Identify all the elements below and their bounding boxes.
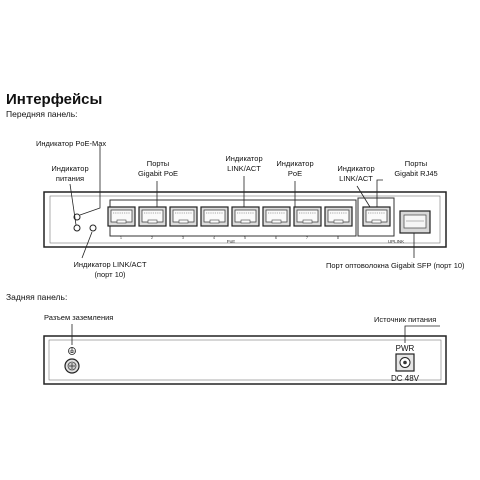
label-link-act-port10: Индикатор LINK/ACT (порт 10) [73,260,147,279]
sfp-port[interactable] [399,210,431,234]
port-number: 5 [244,236,246,240]
poe-port-5[interactable] [231,206,260,227]
port-number: 2 [151,236,153,240]
poe-port-8[interactable] [324,206,353,227]
label-gigabit-rj45-ports: Порты Gigabit RJ45 [394,159,438,178]
port-number: 8 [337,236,339,240]
poe-port-6[interactable] [262,206,291,227]
poe-port-7[interactable] [293,206,322,227]
port-number: 1 [120,236,122,240]
label-link-act-indicator-2: Индикатор LINK/ACT [337,164,375,183]
label-power-indicator: Индикатор питания [51,164,89,183]
label-ground: Разъем заземления [44,313,114,322]
front-panel: 1 2 3 4 5 6 7 8 PoE UPLINK [43,146,447,259]
ground-terminal[interactable] [64,358,80,374]
port-number: 6 [275,236,277,240]
page-title: Интерфейсы [6,91,103,108]
label-gigabit-poe-ports: Порты Gigabit PoE [137,159,179,178]
power-led [73,224,81,232]
pwr-silk-label: PWR [396,344,415,353]
dc-silk-label: DC 48V [391,374,420,383]
uplink-silk-label: UPLINK [388,239,404,244]
label-sfp-port: Порт оптоволокна Gigabit SFP (порт 10) [326,261,465,270]
poe-port-4[interactable] [200,206,229,227]
poe-max-led [73,213,81,221]
poe-port-1[interactable] [107,206,136,227]
ground-symbol-icon [68,347,76,355]
poe-silk-label: PoE [227,239,236,244]
port-number: 4 [213,236,215,240]
label-link-act-indicator: Индикатор LINK/ACT [225,154,263,173]
poe-port-3[interactable] [169,206,198,227]
rear-panel-heading: Задняя панель: [6,292,68,302]
poe-port-2[interactable] [138,206,167,227]
port-number: 7 [306,236,308,240]
rear-panel: PWR DC 48V [43,324,447,385]
label-poe-max-indicator: Индикатор PoE-Max [36,139,107,148]
link-act-port10-led [89,224,97,232]
uplink-rj45-port[interactable] [362,206,391,227]
dc-power-jack[interactable] [395,353,415,372]
front-panel-heading: Передняя панель: [6,109,78,119]
label-power-source: Источник питания [374,315,437,324]
port-number: 3 [182,236,184,240]
label-poe-indicator: Индикатор PoE [276,159,314,178]
